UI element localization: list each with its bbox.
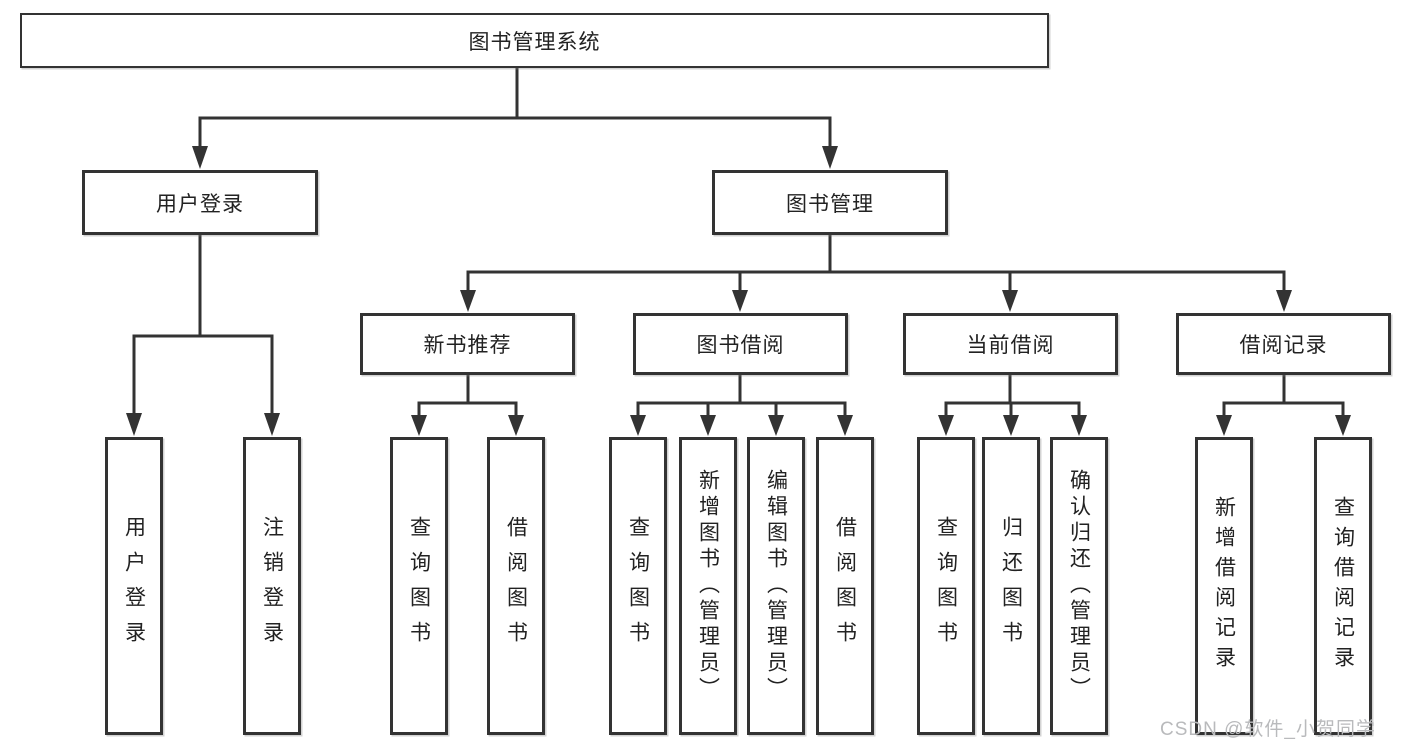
leaf-user-login: 用户登录	[105, 437, 163, 735]
csdn-watermark: CSDN @软件_小贺同学	[1160, 719, 1376, 740]
leaf-add-borrow-record: 新增借阅记录	[1195, 437, 1253, 735]
leaf-return-books: 归还图书	[982, 437, 1040, 735]
node-book-borrowing: 图书借阅	[633, 313, 848, 375]
leaf-confirm-return-admin: 确认归还（管理员）	[1050, 437, 1108, 735]
leaf-query-books-borrow: 查询图书	[609, 437, 667, 735]
leaf-query-books-newbook: 查询图书	[390, 437, 448, 735]
node-new-book-recommendation: 新书推荐	[360, 313, 575, 375]
node-current-borrowing: 当前借阅	[903, 313, 1118, 375]
leaf-query-borrow-record: 查询借阅记录	[1314, 437, 1372, 735]
node-borrowing-records: 借阅记录	[1176, 313, 1391, 375]
leaf-borrow-books-newbook: 借阅图书	[487, 437, 545, 735]
node-book-management: 图书管理	[712, 170, 948, 235]
node-library-management-system: 图书管理系统	[20, 13, 1049, 68]
leaf-logout: 注销登录	[243, 437, 301, 735]
node-user-login: 用户登录	[82, 170, 318, 235]
leaf-add-books-admin: 新增图书（管理员）	[679, 437, 737, 735]
leaf-edit-books-admin: 编辑图书（管理员）	[747, 437, 805, 735]
leaf-query-books-current: 查询图书	[917, 437, 975, 735]
leaf-borrow-books: 借阅图书	[816, 437, 874, 735]
